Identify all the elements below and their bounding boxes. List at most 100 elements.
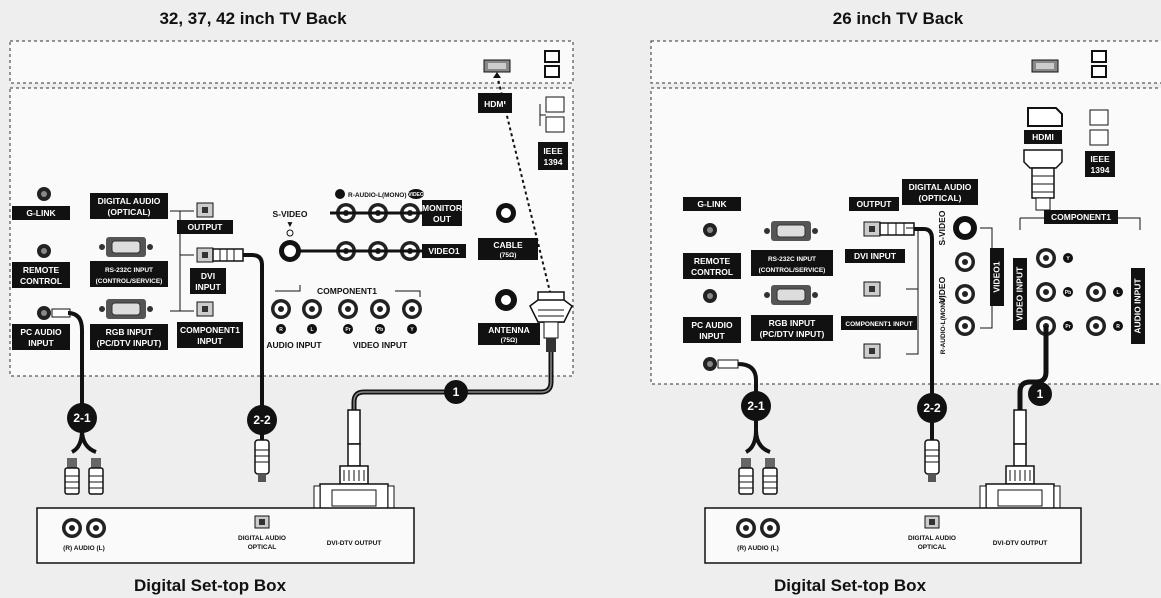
right-stb-audio-l-jack-icon [760,518,780,538]
left-component-y-jack-icon [402,299,422,319]
svg-text:RS-232C INPUT: RS-232C INPUT [105,267,153,274]
left-antenna-label [478,323,540,345]
svg-text:OPTICAL: OPTICAL [248,544,277,551]
svg-text:L: L [310,327,313,333]
svg-text:REMOTE: REMOTE [23,265,60,275]
right-component-audio-r-jack-icon [1086,316,1106,336]
left-optical-plug-icon [212,248,244,262]
svg-text:RS-232C INPUT: RS-232C INPUT [768,256,816,263]
svg-text:ANTENNA: ANTENNA [488,325,530,335]
left-badge-2-2: 2-2 [247,405,277,435]
right-component-pb-jack-icon [1036,282,1056,302]
left-hdmi-label [478,93,512,113]
left-monitor-out-label [422,200,462,226]
left-digital-audio-label [90,193,168,219]
left-square-port-icon [544,50,560,63]
left-glink-label [12,206,70,220]
left-rgb-port-icon [98,298,154,320]
svg-text:DVI: DVI [201,271,215,281]
right-remote-jack-icon [703,289,717,303]
svg-text:DIGITAL AUDIO: DIGITAL AUDIO [908,535,956,542]
right-pc-audio-label [683,317,741,343]
svg-text:DIGITAL AUDIO: DIGITAL AUDIO [98,196,161,206]
svg-text:HDMI: HDMI [484,99,506,109]
left-glink-jack-icon [37,187,51,201]
left-component-pr-jack-icon [338,299,358,319]
svg-text:L: L [1116,290,1119,296]
svg-text:INPUT: INPUT [195,282,221,292]
left-rs232-label [90,261,168,287]
left-cable-label [478,238,538,260]
right-tv-top-strip [650,40,1161,84]
right-ieee-port-icon [1089,109,1109,126]
right-optical-plug-icon [879,222,915,236]
svg-text:CONTROL: CONTROL [20,276,62,286]
svg-text:VIDEO: VIDEO [408,192,424,198]
left-ieee-label [538,142,568,170]
right-rgb-label [751,315,833,341]
svg-text:COMPONENT1: COMPONENT1 [1051,212,1111,222]
svg-text:(75Ω): (75Ω) [501,337,518,344]
svg-text:VIDEO1: VIDEO1 [991,261,1001,292]
right-audio-input-label [1131,268,1145,344]
svg-text:1: 1 [453,385,460,399]
svg-text:Pb: Pb [377,327,383,333]
svg-text:DVI-DTV OUTPUT: DVI-DTV OUTPUT [993,540,1048,547]
svg-text:S-VIDEO: S-VIDEO [273,209,308,219]
left-diagram: 32, 37, 42 inch TV Back HDMI IEEE 1394 G… [9,9,574,595]
left-output-label [177,220,233,234]
right-rs232-port-icon [763,220,819,242]
svg-text:DIGITAL AUDIO: DIGITAL AUDIO [909,182,972,192]
right-pc-audio-plug-icon [717,359,739,369]
left-rs232-port-icon [98,236,154,258]
right-component-y-jack-icon [1036,248,1056,268]
right-remote-label [683,253,741,279]
svg-text:MONITOR: MONITOR [422,203,462,213]
left-remote-label [12,262,70,288]
svg-text:PC AUDIO: PC AUDIO [691,320,733,330]
svg-text:(R) AUDIO (L): (R) AUDIO (L) [737,545,779,552]
right-square-port-icon [1091,50,1107,63]
right-settop-box [704,507,1082,564]
svg-text:AUDIO INPUT: AUDIO INPUT [1132,278,1142,334]
svg-text:DVI INPUT: DVI INPUT [854,251,897,261]
svg-text:REMOTE: REMOTE [694,256,731,266]
left-rgb-label [90,324,168,350]
left-rca-l-plug-icon [88,457,104,495]
svg-text:HDMI: HDMI [1032,132,1054,142]
svg-text:RGB INPUT: RGB INPUT [769,318,817,328]
right-hdmi-label [1024,130,1062,144]
left-component-pb-jack-icon [370,299,390,319]
right-rgb-port-icon [763,284,819,306]
svg-text:Pb: Pb [1065,290,1071,296]
left-component1-label: COMPONENT1 [317,286,377,296]
left-ieee-port-icon [545,116,565,133]
svg-text:G-LINK: G-LINK [697,199,727,209]
svg-text:VIDEO INPUT: VIDEO INPUT [1014,266,1024,321]
right-square-port-icon [1091,65,1107,78]
svg-text:IEEE: IEEE [543,146,563,156]
right-ieee-port-icon [1089,129,1109,146]
left-dvi-label [190,268,226,294]
left-tv-top-strip [9,40,574,84]
svg-text:Pr: Pr [1065,324,1070,330]
svg-text:OUT: OUT [433,214,452,224]
svg-text:Pr: Pr [345,327,350,333]
svg-text:1394: 1394 [544,157,563,167]
svg-text:R: R [1116,324,1120,330]
svg-text:R-AUDIO-L(MONO): R-AUDIO-L(MONO) [348,192,407,199]
right-hdmi-socket-icon [1027,107,1063,127]
right-video1-video-jack-icon [955,252,975,272]
left-badge-2-1: 2-1 [67,403,97,433]
svg-text:INPUT: INPUT [699,331,725,341]
svg-text:(PC/DTV INPUT): (PC/DTV INPUT) [760,329,825,339]
svg-text:(75Ω): (75Ω) [500,252,517,259]
right-diagram: 26 inch TV Back HDMI IEEE 1394 G-LINK RE… [650,9,1161,595]
svg-text:VIDEO1: VIDEO1 [428,246,459,256]
svg-text:R: R [279,327,283,333]
svg-text:INPUT: INPUT [197,336,223,346]
svg-text:1: 1 [1037,387,1044,401]
right-ieee-label [1085,151,1115,177]
svg-text:CONTROL: CONTROL [691,267,733,277]
